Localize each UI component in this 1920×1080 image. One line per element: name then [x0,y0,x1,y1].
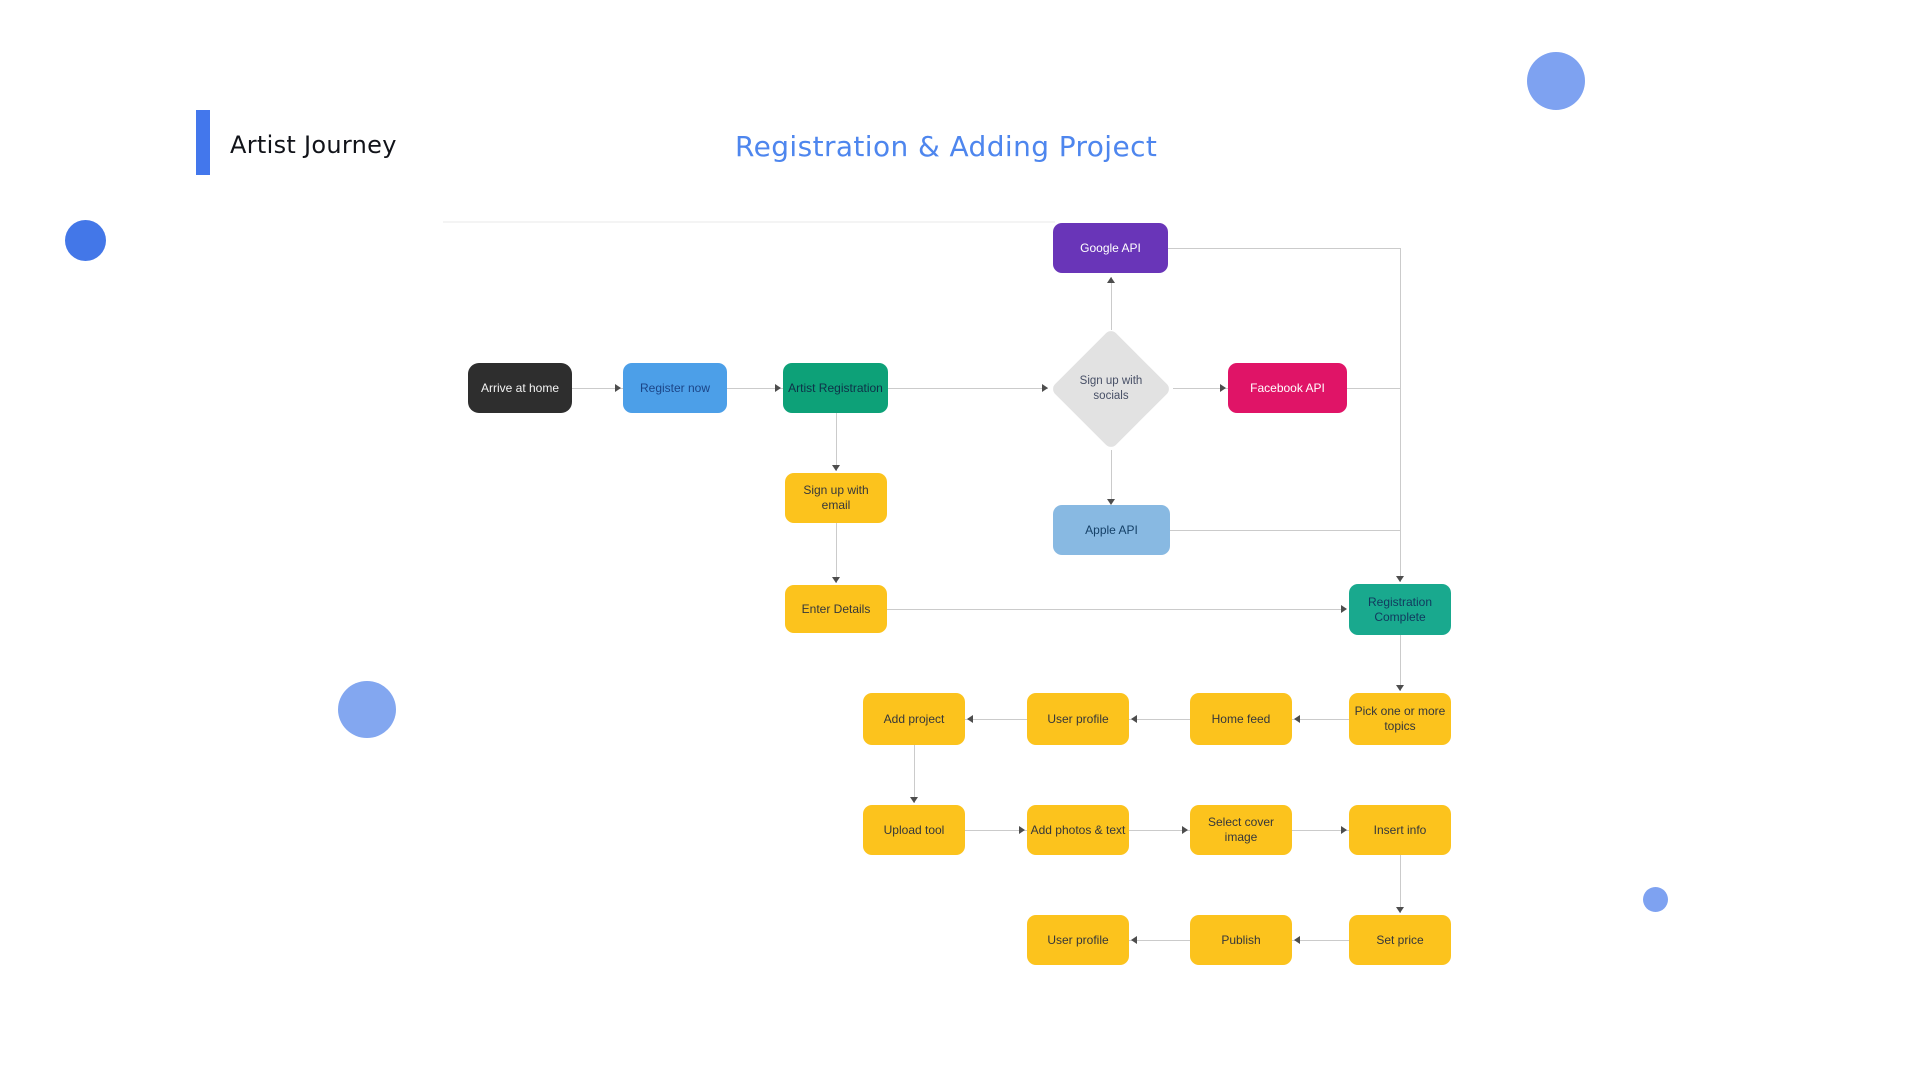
arrowhead-userprofile2 [1131,936,1137,944]
node-signup-socials-label: Sign up with socials [1079,375,1143,402]
connector-regcomplete-picktopics [1400,635,1401,691]
brand-title: Artist Journey [230,131,397,159]
arrowhead-picktopics [1396,685,1404,691]
arrowhead-facebook [1220,384,1226,392]
node-add-photos-text: Add photos & text [1027,805,1129,855]
arrowhead-userprofile1 [1131,715,1137,723]
arrowhead-homefeed [1294,715,1300,723]
connector-facebook-trunk [1347,388,1401,389]
connector-diamond-google [1111,277,1112,330]
connector-addproject-uploadtool [914,745,915,803]
connector-insertinfo-setprice [1400,855,1401,913]
node-select-cover-image: Select cover image [1190,805,1292,855]
connector-selectcover-insertinfo [1292,830,1349,831]
arrowhead-setprice [1396,907,1404,913]
node-user-profile-1: User profile [1027,693,1129,745]
brand-accent-bar [196,110,210,175]
connector-publish-userprofile2 [1129,940,1190,941]
arrowhead-insertinfo [1341,826,1347,834]
connector-diamond-apple [1111,450,1112,503]
node-upload-tool: Upload tool [863,805,965,855]
node-add-project: Add project [863,693,965,745]
decor-circle-left [65,220,106,261]
arrowhead-uploadtool [910,797,918,803]
node-registration-complete: Registration Complete [1349,584,1451,635]
arrowhead-selectcover [1182,826,1188,834]
arrowhead-addproject [967,715,973,723]
connector-picktopics-homefeed [1292,719,1349,720]
connector-email-details [836,523,837,583]
decor-circle-top-right [1527,52,1585,110]
connector-uploadtool-addphotos [965,830,1027,831]
connector-trunk-vertical [1400,248,1401,582]
node-arrive-at-home: Arrive at home [468,363,572,413]
arrowhead-addphotos [1019,826,1025,834]
node-signup-with-email: Sign up with email [785,473,887,523]
connector-artistreg-diamond [888,388,1048,389]
arrowhead-apple [1107,499,1115,505]
arrowhead-enter-details [832,577,840,583]
node-insert-info: Insert info [1349,805,1451,855]
connector-setprice-publish [1292,940,1349,941]
arrowhead-publish [1294,936,1300,944]
node-enter-details: Enter Details [785,585,887,633]
connector-details-regcomplete [887,609,1345,610]
decor-circle-bottom-right [1643,887,1668,912]
connector-userprofile-addproject [965,719,1027,720]
node-publish: Publish [1190,915,1292,965]
connector-arrive-register [572,388,623,389]
connector-register-artistreg [727,388,783,389]
node-facebook-api: Facebook API [1228,363,1347,413]
node-home-feed: Home feed [1190,693,1292,745]
node-apple-api: Apple API [1053,505,1170,555]
node-set-price: Set price [1349,915,1451,965]
page-title: Registration & Adding Project [735,130,1158,163]
node-google-api: Google API [1053,223,1168,273]
connector-addphotos-selectcover [1129,830,1190,831]
arrowhead-google [1107,277,1115,283]
node-register-now: Register now [623,363,727,413]
node-user-profile-2: User profile [1027,915,1129,965]
arrowhead-diamond [1042,384,1048,392]
decor-circle-mid-left [338,681,396,738]
arrowhead-register [615,384,621,392]
arrowhead-registration-complete [1396,576,1404,582]
node-artist-registration: Artist Registration [783,363,888,413]
node-pick-topics: Pick one or more topics [1349,693,1451,745]
arrowhead-regcomplete-left [1341,605,1347,613]
arrowhead-signup-email [832,465,840,471]
arrowhead-artistreg [775,384,781,392]
connector-homefeed-userprofile [1129,719,1190,720]
connector-google-trunk [1168,248,1401,249]
connector-artistreg-email [836,413,837,471]
connector-diamond-facebook [1173,388,1228,389]
canvas-edge-line [443,221,1055,223]
connector-apple-trunk [1170,530,1401,531]
